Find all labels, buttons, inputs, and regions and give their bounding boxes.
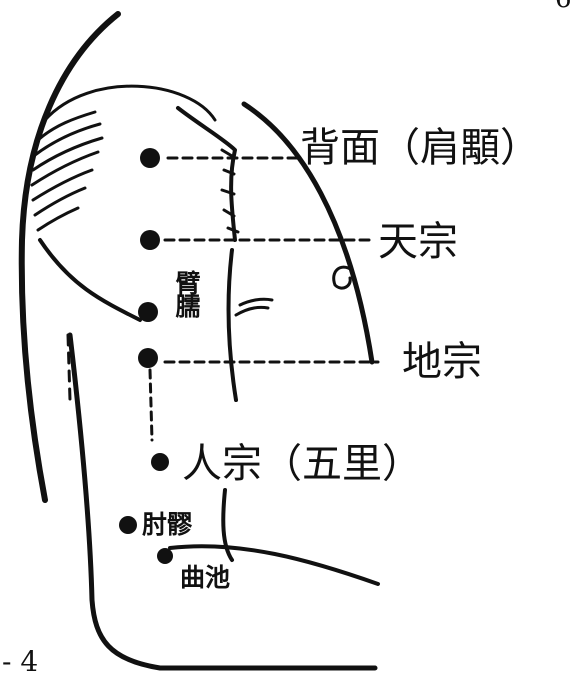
arm-outline-left (18, 11, 121, 503)
deltoid-hatching (30, 110, 104, 232)
scapula-ridge-hatch (220, 148, 240, 234)
inner-arm-line (226, 248, 238, 402)
label-renzong: 人宗（五里） (182, 441, 422, 487)
deltoid-edge (38, 238, 142, 322)
dot-renzong (151, 453, 169, 471)
label-zhouliao: 肘髎 (142, 510, 193, 539)
dot-binao (138, 302, 158, 322)
dot-quchi (157, 548, 173, 564)
arm-outline-left-lower (67, 332, 378, 671)
arm-dashed-guide (148, 368, 154, 442)
dot-tianzong (140, 230, 160, 250)
inner-edge-dashes (66, 333, 82, 432)
label-beimian: 背面（肩顒） (300, 125, 540, 171)
dot-dizong (138, 348, 158, 368)
dot-beimian (140, 148, 160, 168)
forearm-crease (168, 544, 380, 586)
back-contour (241, 101, 375, 365)
shoulder-cap (43, 84, 217, 122)
label-dizong: 地宗 (402, 339, 482, 385)
muscle-hatch (234, 297, 274, 317)
scapula-ridge (176, 106, 237, 242)
label-quchi: 曲池 (180, 563, 231, 592)
page-number: - 4 (2, 645, 39, 678)
corner-mark: 6 (555, 0, 572, 12)
scapula-curl (332, 265, 354, 290)
acupoint-dots (119, 148, 173, 564)
elbow-line (221, 488, 234, 562)
leader-lines (163, 156, 380, 364)
label-tianzong: 天宗 (378, 219, 458, 265)
label-binao: 臂臑 (172, 270, 201, 316)
dot-zhouliao (119, 516, 137, 534)
